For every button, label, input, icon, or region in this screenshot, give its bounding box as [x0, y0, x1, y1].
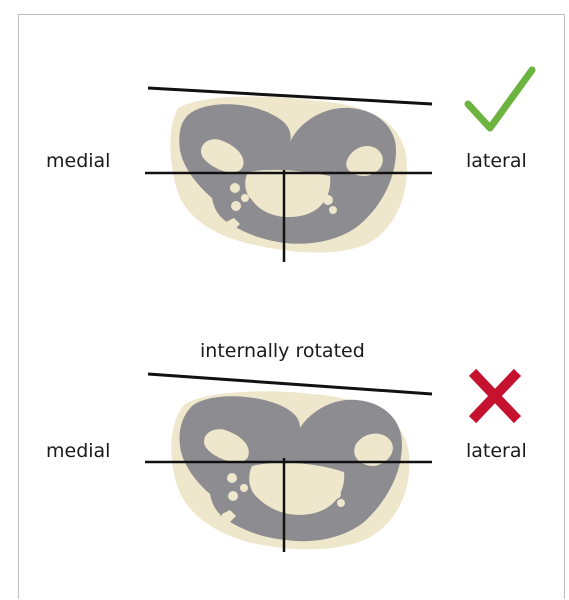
- x-mark-icon: [476, 376, 514, 416]
- bottom-posterior-condylar-line: [148, 374, 432, 394]
- bottom-panel: [145, 374, 514, 552]
- bottom-caption: internally rotated: [200, 340, 365, 362]
- bottom-lateral-label: lateral: [466, 440, 527, 462]
- check-mark-icon: [468, 70, 532, 128]
- top-medial-label: medial: [46, 150, 110, 172]
- top-lateral-label: lateral: [466, 150, 527, 172]
- bottom-medial-label: medial: [46, 440, 110, 462]
